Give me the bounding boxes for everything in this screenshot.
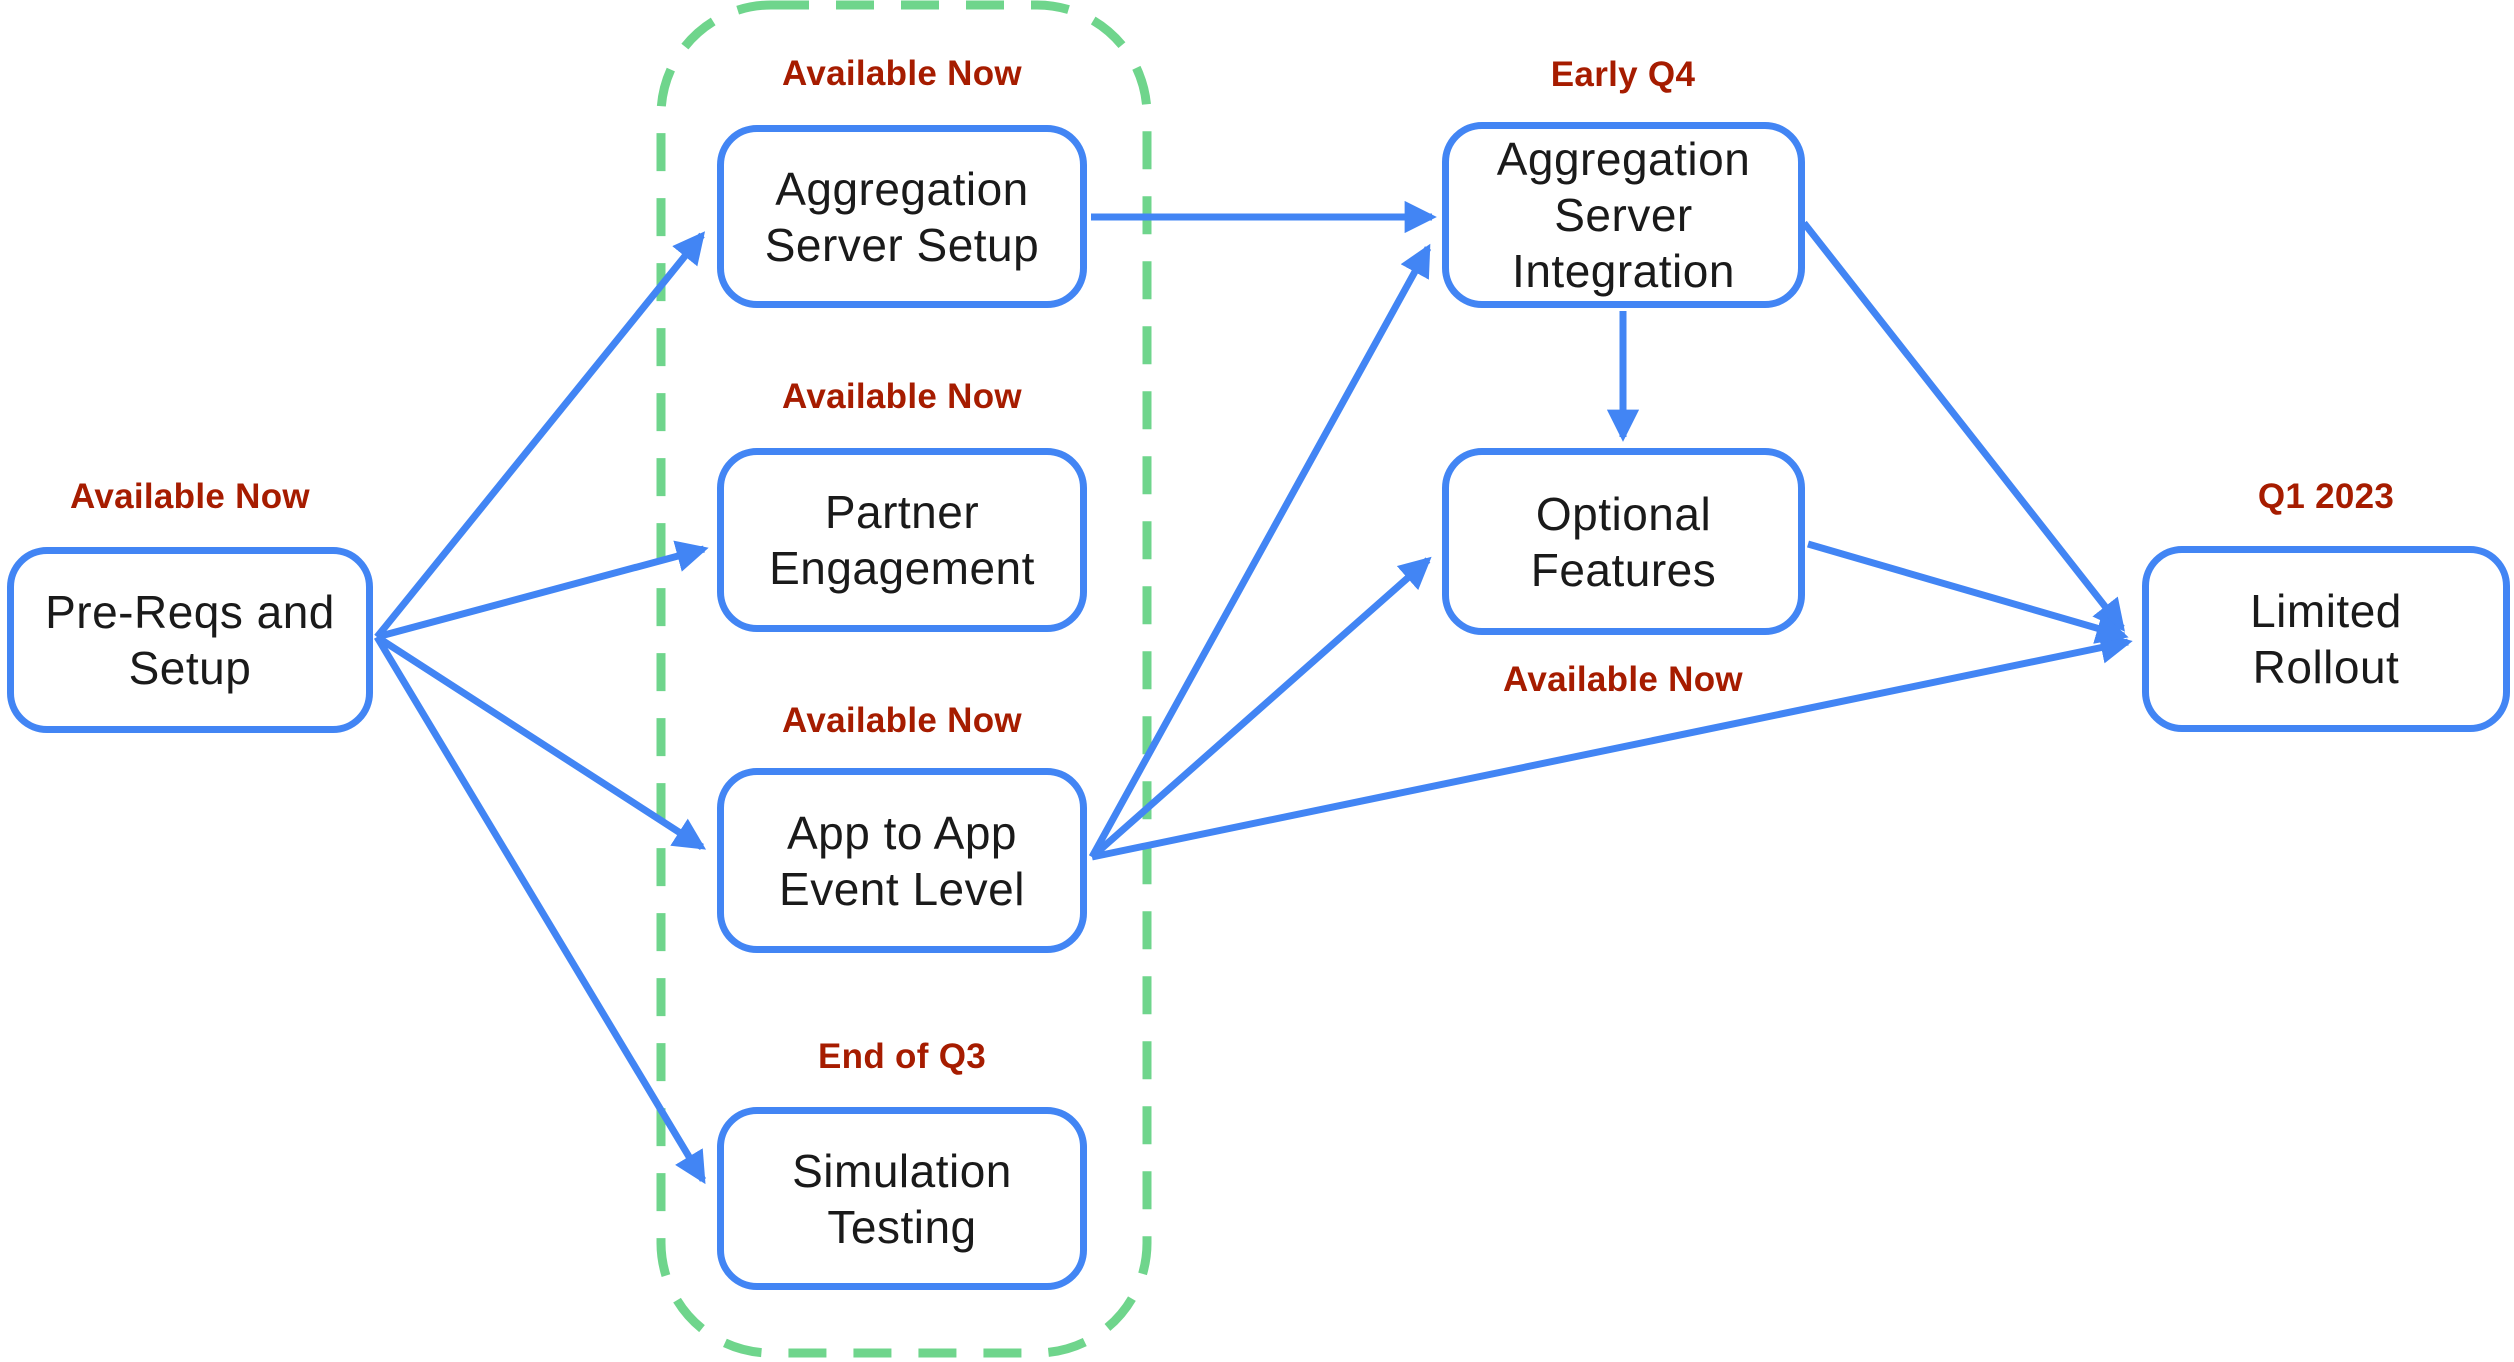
status-label-partner-engagement: Available Now [782,377,1022,416]
edge-agg-integration-to-limited-rollout [1801,220,2125,632]
node-label-aggregation-server-setup: Aggregation Server Setup [764,162,1040,271]
node-optional-features: Optional Features [1442,448,1805,635]
status-label-aggregation-server-integration: Early Q4 [1550,55,1696,94]
node-partner-engagement: Partner Engagement [717,448,1087,632]
node-label-simulation-testing: Simulation Testing [792,1144,1012,1253]
node-label-aggregation-server-integration: Aggregation Server Integration [1496,133,1751,297]
edge-pre-reqs-to-app-to-app [375,634,707,850]
node-label-app-to-app-event-level: App to App Event Level [779,806,1025,915]
node-label-optional-features: Optional Features [1530,487,1717,596]
status-label-pre-reqs: Available Now [70,477,310,516]
node-label-pre-reqs-and-setup: Pre-Reqs and Setup [45,586,335,694]
edge-optional-features-to-limited-rollout [1807,540,2129,644]
status-label-simulation-testing: End of Q3 [818,1037,986,1076]
edge-pre-reqs-to-simulation-testing [373,635,707,1185]
node-pre-reqs-and-setup: Pre-Reqs and Setup [7,547,373,733]
status-label-app-to-app: Available Now [782,701,1022,740]
node-limited-rollout: Limited Rollout [2142,546,2510,732]
edge-app-to-app-to-agg-integration [1088,243,1432,859]
node-label-partner-engagement: Partner Engagement [769,486,1035,594]
status-label-limited-rollout: Q1 2023 [2257,477,2395,516]
status-label-aggregation-server-setup: Available Now [782,54,1022,93]
node-app-to-app-event-level: App to App Event Level [717,768,1087,953]
edge-pre-reqs-to-aggregation-server-setup [374,231,706,640]
edge-app-to-app-to-optional-features [1089,556,1432,860]
node-aggregation-server-integration: Aggregation Server Integration [1442,122,1805,308]
node-label-limited-rollout: Limited Rollout [2250,585,2402,693]
edge-app-to-app-to-limited-rollout [1091,631,2133,861]
status-label-optional-features: Available Now [1503,660,1743,699]
available-now-group-outline [656,0,1152,1358]
edge-pre-reqs-to-partner-engagement [376,540,709,641]
node-simulation-testing: Simulation Testing [717,1107,1087,1290]
node-aggregation-server-setup: Aggregation Server Setup [717,125,1087,308]
